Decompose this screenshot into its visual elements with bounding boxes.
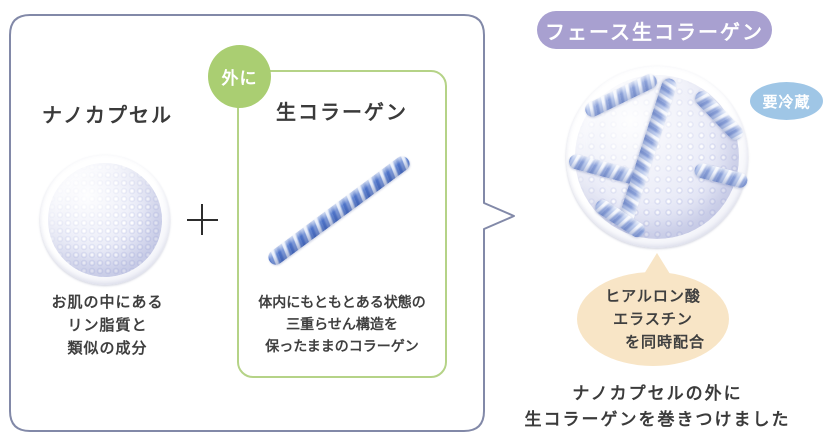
coated-capsule-image xyxy=(566,66,750,248)
nanocapsule-image xyxy=(40,155,170,285)
speech-bubble-pointer xyxy=(644,253,670,274)
outside-badge: 外に xyxy=(208,45,271,108)
capsule-caption: ナノカプセルの外に 生コラーゲンを巻きつけました xyxy=(524,384,791,430)
ingredients-text: ヒアルロン酸 エラスチン を同時配合 xyxy=(605,286,705,351)
raw-collagen-box xyxy=(237,70,447,378)
nanocapsule-description: お肌の中にある リン脂質と 類似の成分 xyxy=(51,293,164,357)
nanocapsule-title: ナノカプセル xyxy=(42,103,173,127)
ingredients-speech-bubble: ヒアルロン酸 エラスチン を同時配合 xyxy=(577,272,729,366)
product-title-badge: フェース生コラーゲン xyxy=(537,11,772,49)
nanocapsule-bubble-texture xyxy=(48,163,162,277)
plus-symbol xyxy=(201,204,203,235)
raw-collagen-description: 体内にもともとある状態の 三重らせん構造を 保ったままのコラーゲン xyxy=(258,295,426,355)
refrigeration-badge: 要冷蔵 xyxy=(750,82,823,120)
raw-collagen-title: 生コラーゲン xyxy=(276,100,408,124)
